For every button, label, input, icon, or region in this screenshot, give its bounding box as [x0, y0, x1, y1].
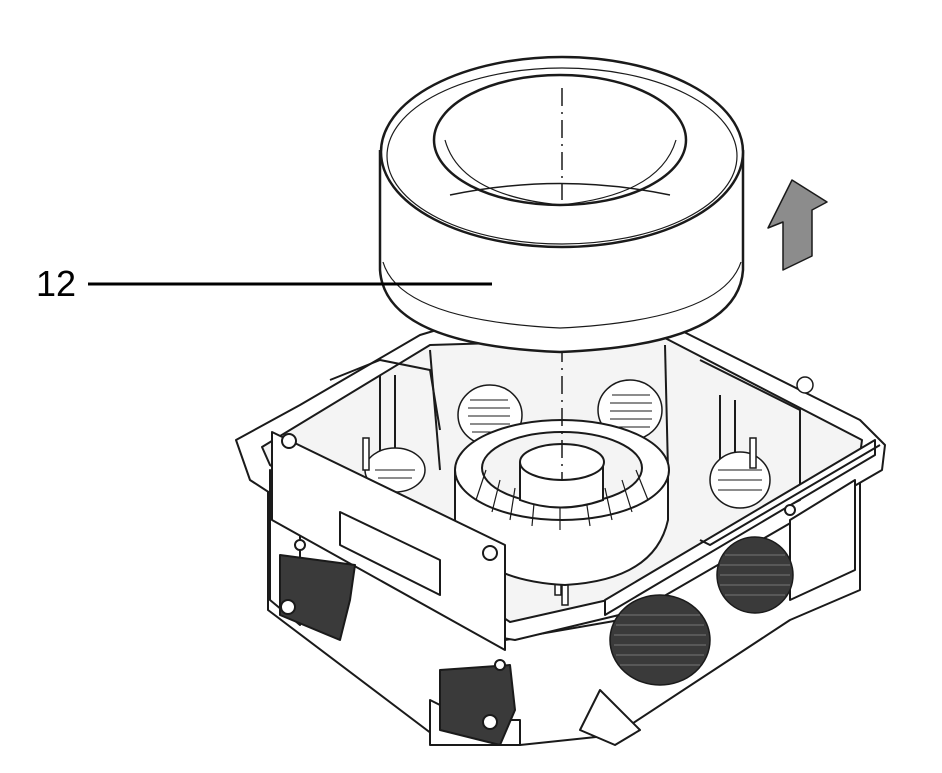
up-arrow-icon: [767, 179, 828, 271]
callout-number: 12: [36, 263, 77, 304]
front-frame: [271, 431, 881, 746]
vent-grilles: [364, 379, 794, 686]
impeller-fan: [454, 419, 670, 587]
